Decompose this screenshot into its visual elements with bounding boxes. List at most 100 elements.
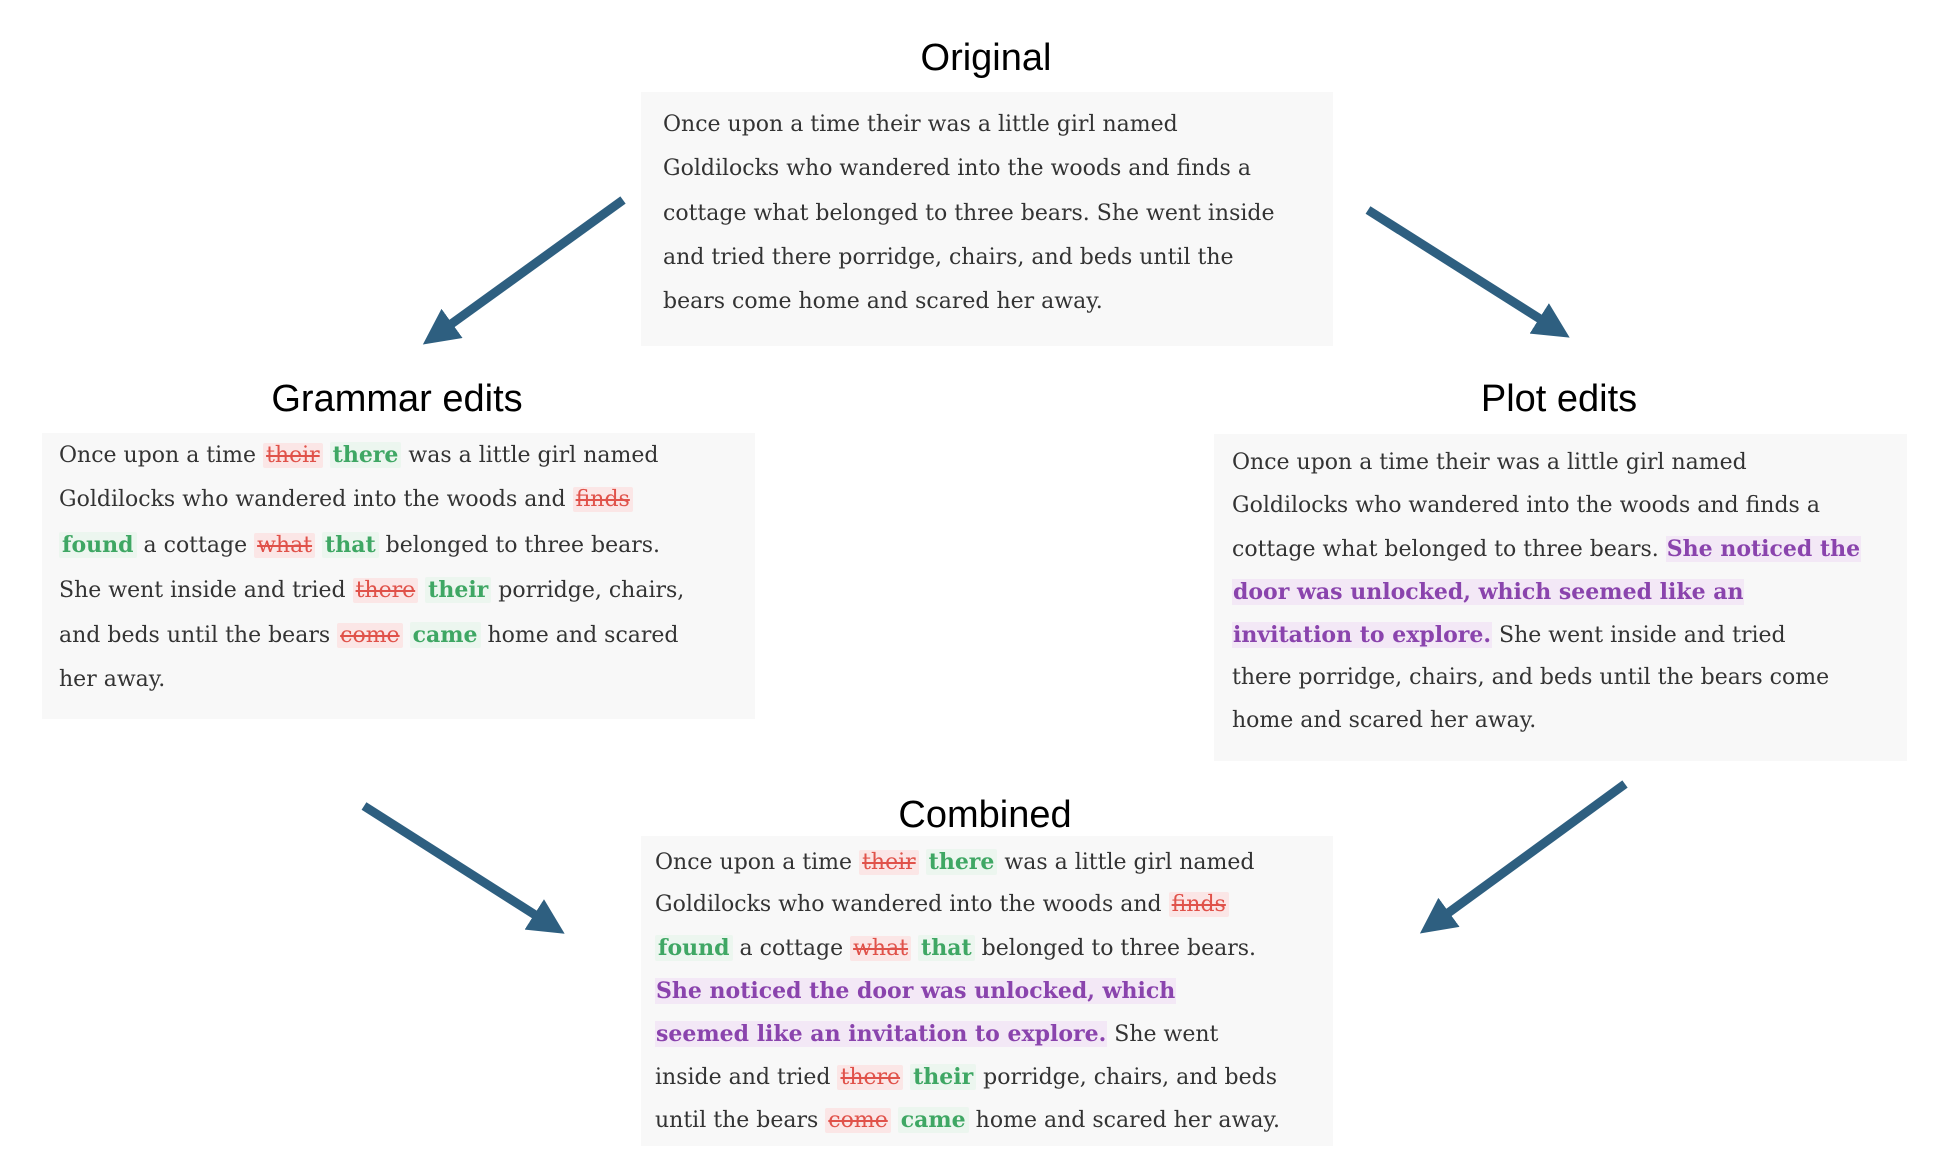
text-segment: cottage what belonged to three bears. <box>1232 537 1666 562</box>
text-line: and beds until the bears come came home … <box>59 620 679 651</box>
combined-panel: Once upon a time their there was a littl… <box>641 836 1333 1146</box>
arrow-plot-to-combined <box>1419 780 1628 934</box>
inserted-word: there <box>329 442 402 468</box>
inserted-word: there <box>925 849 998 875</box>
text-line: Once upon a time their there was a littl… <box>655 847 1254 878</box>
original-panel: Once upon a time their was a little girl… <box>641 92 1333 346</box>
text-segment: porridge, chairs, and beds <box>976 1065 1278 1090</box>
deleted-word: finds <box>572 487 633 512</box>
inserted-word: their <box>425 577 492 603</box>
deleted-word: their <box>263 443 323 468</box>
text-line: found a cottage what that belonged to th… <box>655 933 1256 964</box>
text-segment: there porridge, chairs, and beds until t… <box>1232 665 1830 690</box>
text-segment <box>403 623 410 648</box>
text-segment: She went inside and tried <box>1492 623 1786 648</box>
text-line: door was unlocked, which seemed like an <box>1232 577 1745 608</box>
text-segment <box>891 1108 898 1133</box>
text-segment: and tried there porridge, chairs, and be… <box>663 244 1234 270</box>
text-line: Once upon a time their there was a littl… <box>59 440 658 471</box>
text-segment: Once upon a time <box>59 443 264 468</box>
text-line: cottage what belonged to three bears. Sh… <box>1232 534 1862 565</box>
text-line: there porridge, chairs, and beds until t… <box>1232 663 1829 693</box>
plot-edits-panel: Once upon a time their was a little girl… <box>1214 434 1907 761</box>
text-line: Goldilocks who wandered into the woods a… <box>59 485 633 515</box>
text-segment: and beds until the bears <box>59 623 338 648</box>
text-line: Once upon a time their was a little girl… <box>1232 448 1747 478</box>
text-segment: her away. <box>59 667 166 692</box>
arrow-original-to-grammar <box>422 196 626 345</box>
text-line: her away. <box>59 665 165 695</box>
inserted-word: their <box>910 1064 977 1090</box>
text-line: and tried there porridge, chairs, and be… <box>663 243 1234 273</box>
text-segment <box>911 936 918 961</box>
text-line: She noticed the door was unlocked, which <box>655 976 1177 1007</box>
inserted-word: came <box>897 1107 969 1133</box>
text-segment: inside and tried <box>655 1065 838 1090</box>
added-plot-sentence: She noticed the door was unlocked, which <box>655 978 1177 1004</box>
text-line: found a cottage what that belonged to th… <box>59 530 660 561</box>
deleted-word: come <box>825 1108 891 1133</box>
text-line: seemed like an invitation to explore. Sh… <box>655 1019 1218 1050</box>
text-segment: Goldilocks who wandered into the woods a… <box>663 156 1251 182</box>
text-segment: a cottage <box>136 533 255 558</box>
deleted-word: their <box>859 850 919 875</box>
deleted-word: what <box>850 936 912 961</box>
text-segment: belonged to three bears. <box>378 533 661 558</box>
text-segment <box>919 850 926 875</box>
text-segment: was a little girl named <box>997 850 1255 875</box>
text-line: cottage what belonged to three bears. Sh… <box>663 199 1275 229</box>
original-title: Original <box>920 37 1052 79</box>
text-segment: She went <box>1107 1022 1219 1047</box>
deleted-word: finds <box>1168 892 1229 917</box>
text-segment <box>323 443 330 468</box>
text-line: Goldilocks who wandered into the woods a… <box>655 890 1229 920</box>
deleted-word: come <box>337 623 403 648</box>
inserted-word: found <box>655 935 733 961</box>
deleted-word: there <box>352 578 419 603</box>
text-segment: a cottage <box>732 936 851 961</box>
added-plot-sentence: door was unlocked, which seemed like an <box>1232 579 1745 605</box>
grammar-edits-panel: Once upon a time their there was a littl… <box>42 433 755 719</box>
text-line: inside and tried there their porridge, c… <box>655 1062 1277 1093</box>
text-line: Goldilocks who wandered into the woods a… <box>1232 491 1820 521</box>
deleted-word: there <box>837 1065 904 1090</box>
text-segment: Goldilocks who wandered into the woods a… <box>1232 493 1820 518</box>
inserted-word: came <box>409 622 481 648</box>
deleted-word: what <box>254 533 316 558</box>
grammar-edits-title: Grammar edits <box>271 378 523 420</box>
text-segment <box>903 1065 910 1090</box>
text-line: until the bears come came home and scare… <box>655 1105 1280 1136</box>
text-segment: She went inside and tried <box>59 578 353 603</box>
added-plot-sentence: She noticed the <box>1665 536 1862 562</box>
text-line: home and scared her away. <box>1232 706 1536 736</box>
text-segment: cottage what belonged to three bears. Sh… <box>663 200 1275 226</box>
inserted-word: that <box>918 935 975 961</box>
inserted-word: found <box>59 532 137 558</box>
text-segment: home and scared her away. <box>1232 708 1537 733</box>
text-line: She went inside and tried there their po… <box>59 575 684 606</box>
text-segment: home and scared <box>480 623 679 648</box>
combined-title: Combined <box>898 794 1072 836</box>
text-line: bears come home and scared her away. <box>663 287 1103 317</box>
text-segment: Goldilocks who wandered into the woods a… <box>59 487 573 512</box>
text-line: Goldilocks who wandered into the woods a… <box>663 154 1251 184</box>
added-plot-sentence: seemed like an invitation to explore. <box>655 1021 1108 1047</box>
plot-edits-title: Plot edits <box>1480 378 1638 420</box>
text-segment <box>315 533 322 558</box>
text-segment: Goldilocks who wandered into the woods a… <box>655 892 1169 917</box>
text-segment: was a little girl named <box>401 443 659 468</box>
inserted-word: that <box>322 532 379 558</box>
arrow-original-to-plot <box>1365 206 1570 338</box>
text-line: Once upon a time their was a little girl… <box>663 110 1178 140</box>
text-segment: home and scared her away. <box>968 1108 1280 1133</box>
arrow-grammar-to-combined <box>361 802 565 934</box>
text-line: invitation to explore. She went inside a… <box>1232 620 1786 651</box>
text-segment: Once upon a time <box>655 850 860 875</box>
added-plot-sentence: invitation to explore. <box>1232 622 1493 648</box>
text-segment: Once upon a time their was a little girl… <box>1232 450 1747 475</box>
text-segment: until the bears <box>655 1108 826 1133</box>
text-segment: bears come home and scared her away. <box>663 289 1103 315</box>
text-segment: Once upon a time their was a little girl… <box>663 112 1178 137</box>
